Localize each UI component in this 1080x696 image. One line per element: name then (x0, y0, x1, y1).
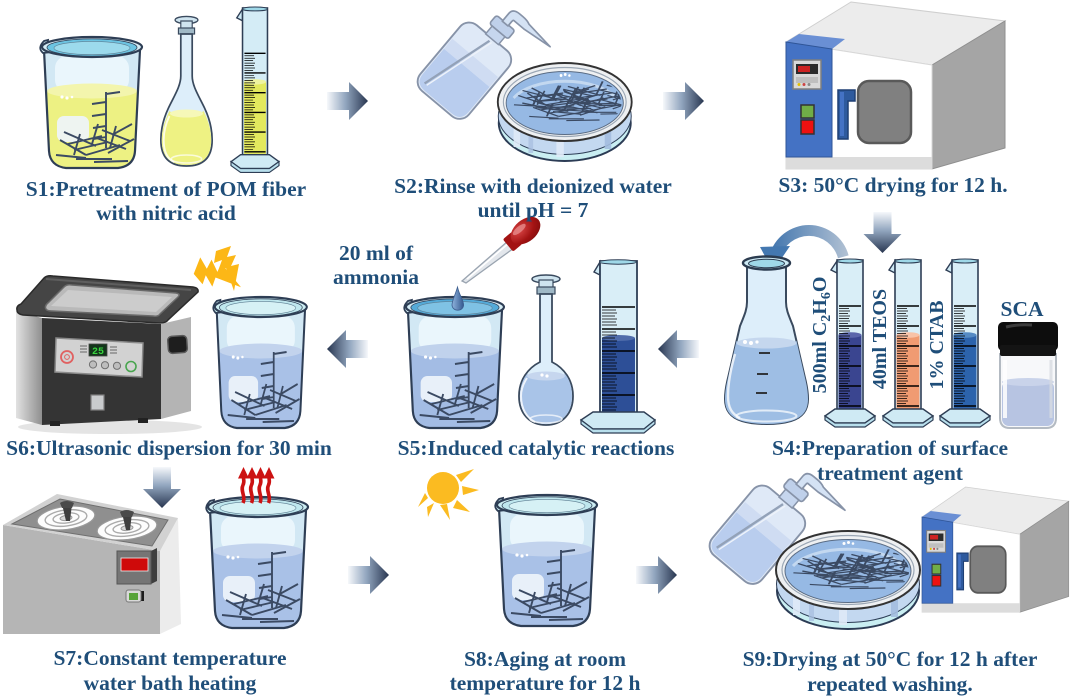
svg-text:with nitric acid: with nitric acid (96, 201, 236, 225)
svg-text:S7:Constant temperature: S7:Constant temperature (53, 646, 286, 670)
svg-text:S2:Rinse with deionized water: S2:Rinse with deionized water (394, 174, 672, 198)
svg-text:ammonia: ammonia (333, 265, 419, 289)
svg-text:repeated washing.: repeated washing. (807, 672, 973, 696)
svg-text:SCA: SCA (1000, 297, 1043, 321)
svg-text:S6:Ultrasonic dispersion for 3: S6:Ultrasonic dispersion for 30 min (6, 436, 332, 460)
svg-text:1% CTAB: 1% CTAB (926, 300, 948, 389)
svg-text:S3: 50°C drying for 12 h.: S3: 50°C drying for 12 h. (778, 173, 1007, 197)
svg-text:water bath heating: water bath heating (84, 671, 257, 695)
svg-text:S1:Pretreatment of POM fiber: S1:Pretreatment of POM fiber (26, 177, 307, 201)
svg-text:25: 25 (92, 347, 104, 358)
svg-text:treatment agent: treatment agent (817, 461, 964, 485)
svg-text:20 ml of: 20 ml of (339, 241, 414, 265)
svg-text:S9:Drying at 50°C for 12 h aft: S9:Drying at 50°C for 12 h after (743, 647, 1038, 671)
svg-text:500ml C2H6O: 500ml C2H6O (809, 277, 834, 394)
svg-text:S4:Preparation of surface: S4:Preparation of surface (772, 436, 1008, 460)
svg-text:S8:Aging at room: S8:Aging at room (464, 647, 626, 671)
svg-text:until pH = 7: until pH = 7 (478, 198, 589, 222)
svg-text:40ml TEOS: 40ml TEOS (869, 289, 891, 389)
svg-text:temperature for 12 h: temperature for 12 h (450, 671, 641, 695)
svg-text:S5:Induced catalytic reactions: S5:Induced catalytic reactions (398, 436, 675, 460)
